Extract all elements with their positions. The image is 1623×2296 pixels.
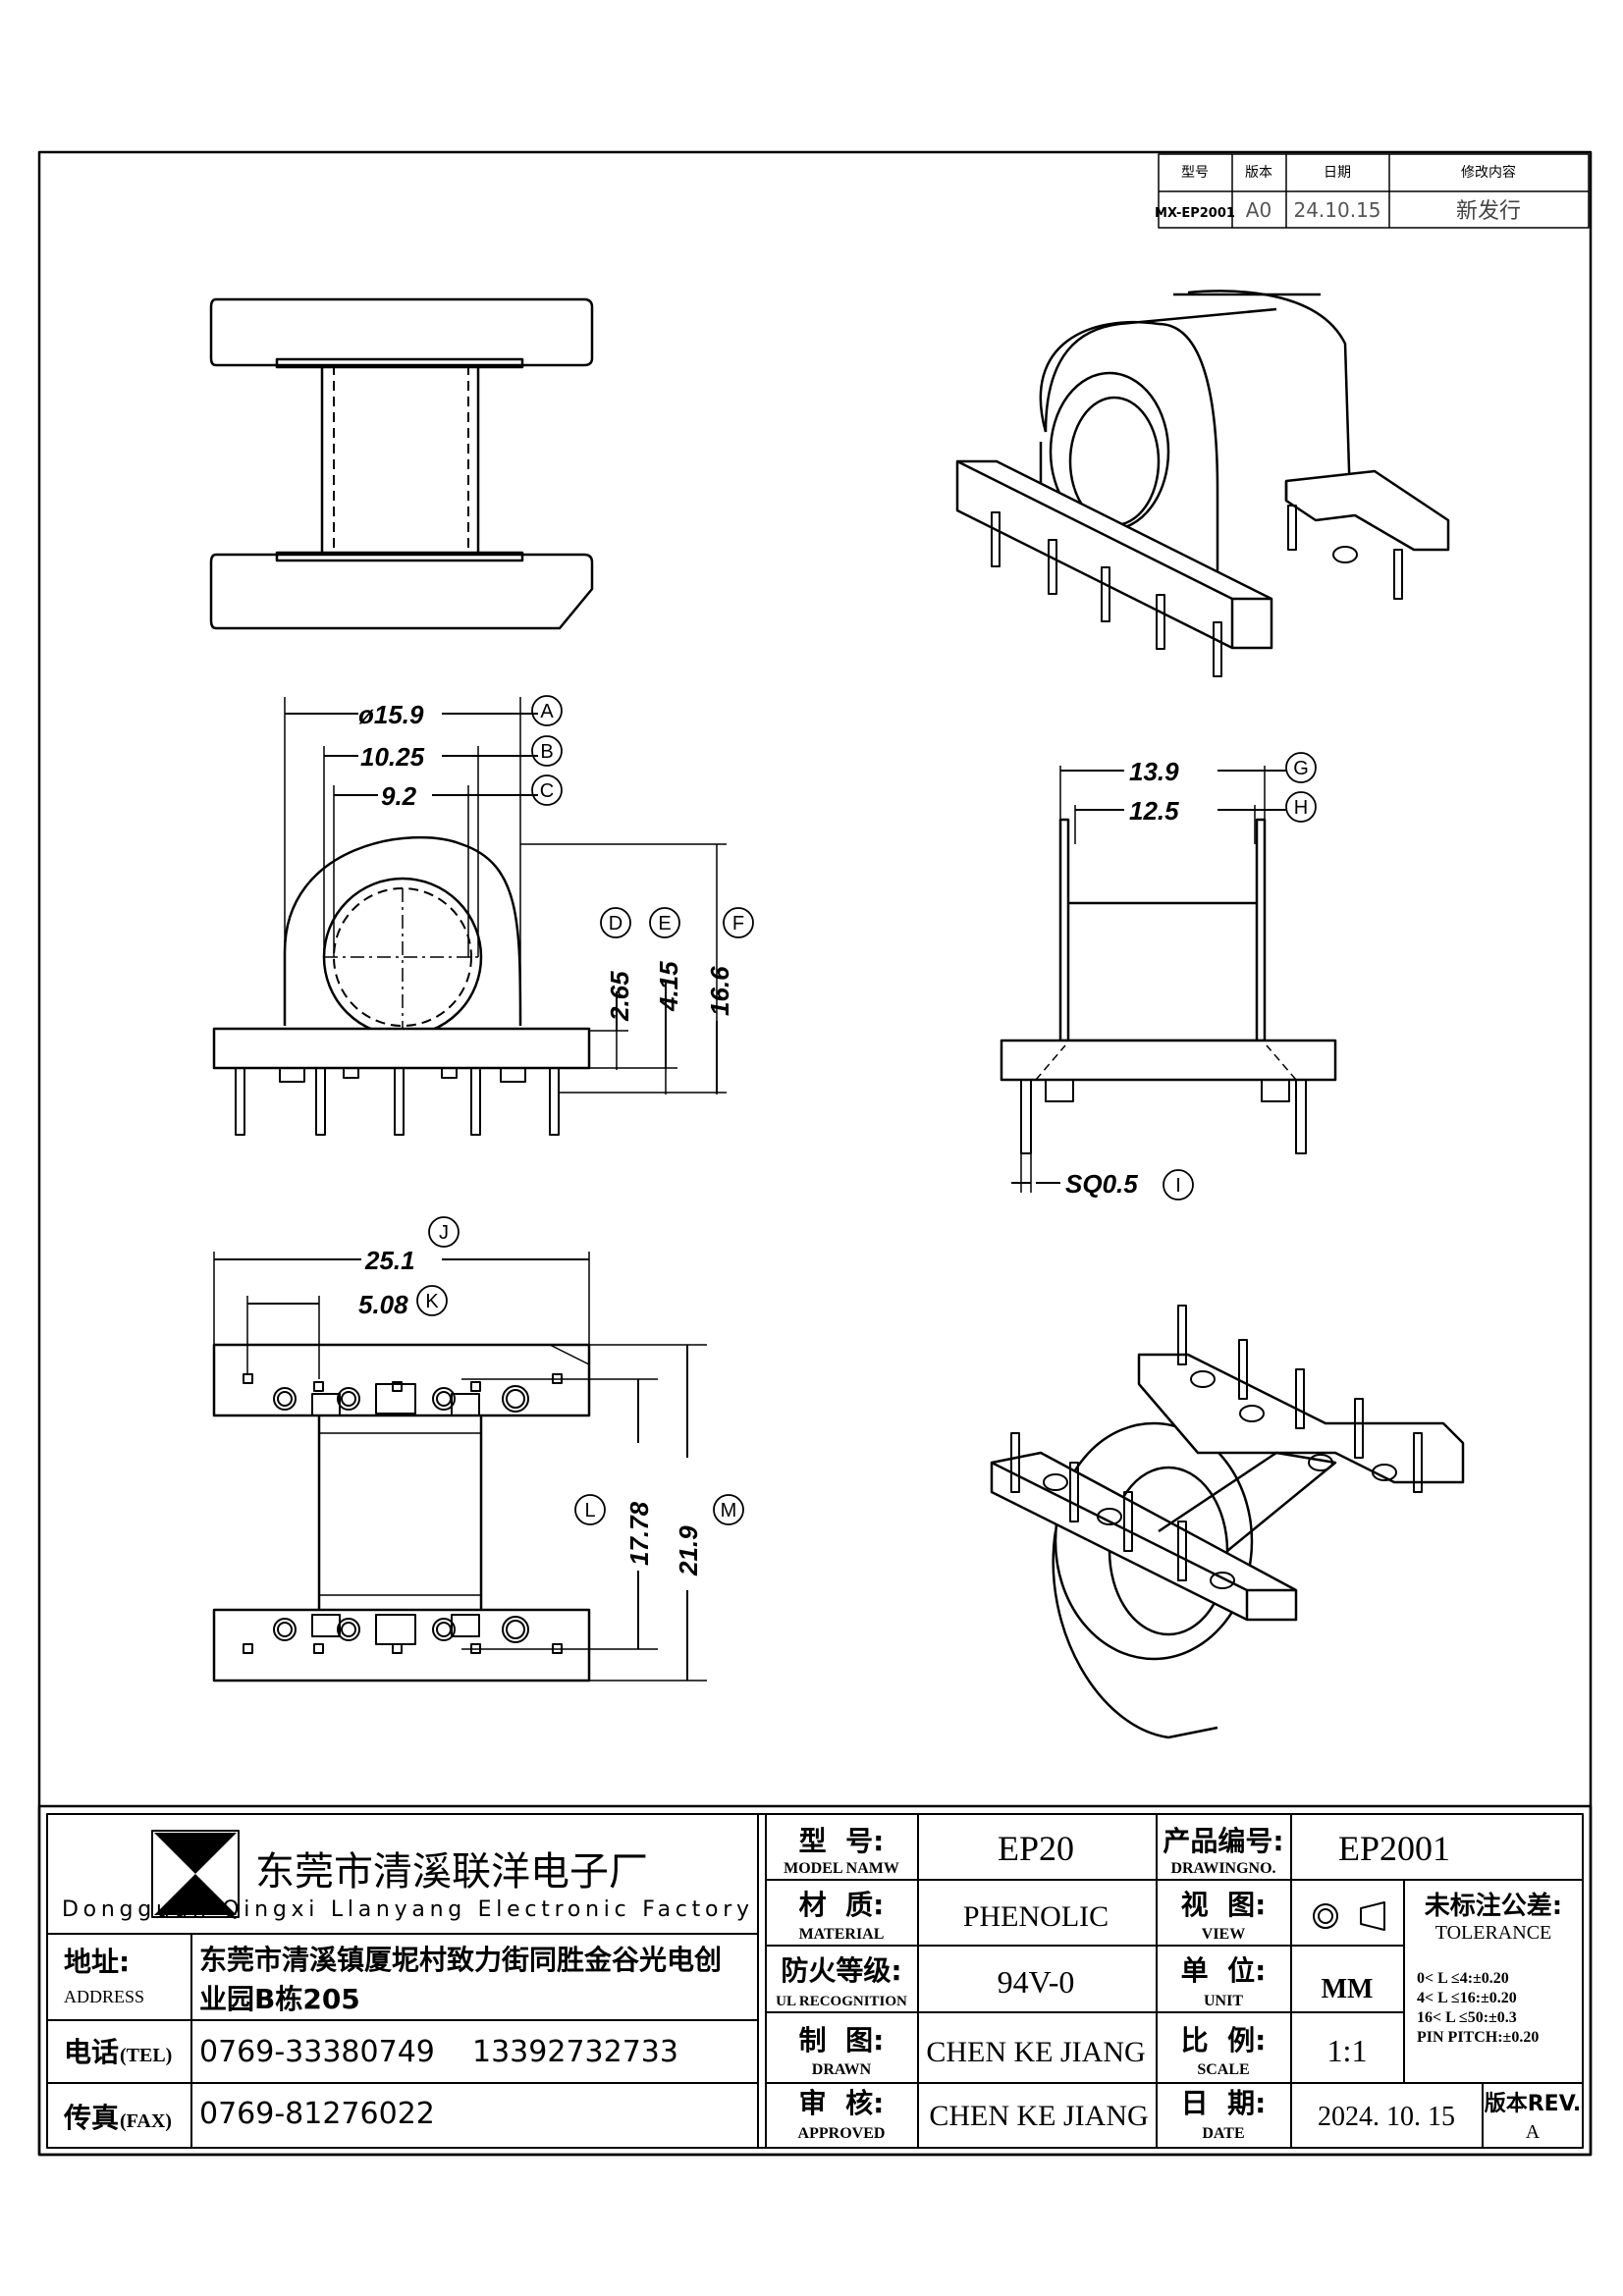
date-value: 2024. 10. 15 <box>1318 2102 1455 2132</box>
dim-i: SQ0.5 <box>1065 1169 1138 1199</box>
fax-value: 0769-81276022 <box>199 2097 435 2131</box>
rev-label: 版本REV. <box>1485 2092 1582 2116</box>
rev-value: A <box>1526 2121 1541 2143</box>
side-view <box>1000 766 1337 1193</box>
date-label-en: DATE <box>1202 2125 1244 2142</box>
address-label-en: ADDRESS <box>64 1987 144 2006</box>
rev-header-change: 修改内容 <box>1461 164 1516 181</box>
dim-m: 21.9 <box>674 1525 703 1576</box>
drawn-label-en: DRAWN <box>812 2061 872 2078</box>
view-label-cn: 视 图: <box>1181 1889 1267 1921</box>
dimension-labels: ø15.9 10.25 9.2 2.65 4.15 16.6 13.9 12.5… <box>358 700 1179 1576</box>
dim-l: 17.78 <box>624 1501 654 1566</box>
address-line-1: 东莞市清溪镇厦坭村致力街同胜金谷光电创 <box>199 1944 722 1976</box>
drawn-value: CHEN KE JIANG <box>926 2036 1145 2068</box>
scale-label-en: SCALE <box>1197 2061 1249 2078</box>
fax-label-cn: 传真 <box>63 2102 119 2134</box>
callout-d: D <box>609 913 622 934</box>
isometric-view-top <box>955 290 1450 677</box>
drawn-label-cn: 制 图: <box>799 2024 885 2056</box>
date-label-cn: 日 期: <box>1181 2087 1267 2119</box>
revision-table: 型号 版本 日期 修改内容 MX-EP2001 A0 24.10.15 新发行 <box>1155 153 1590 229</box>
unit-value: MM <box>1322 1974 1374 2004</box>
drawing-no-label-en: DRAWINGNO. <box>1170 1860 1275 1877</box>
model-label-cn: 型 号: <box>799 1825 885 1857</box>
rev-date-value: 24.10.15 <box>1293 198 1380 222</box>
address-line-2: 业园B栋205 <box>199 1983 360 2015</box>
fax-label-en: (FAX) <box>120 2110 172 2132</box>
title-block-grid <box>47 1814 1583 2148</box>
callout-g: G <box>1293 758 1309 779</box>
drawing-no-value: EP2001 <box>1338 1829 1450 1868</box>
unit-label-en: UNIT <box>1204 1993 1243 2009</box>
scale-value: 1:1 <box>1327 2033 1368 2068</box>
scale-label-cn: 比 例: <box>1181 2024 1267 2056</box>
material-label-cn: 材 质: <box>799 1889 885 1921</box>
top-view <box>209 297 594 630</box>
callout-l: L <box>584 1500 595 1522</box>
callout-b: B <box>540 741 553 763</box>
view-label-en: VIEW <box>1202 1926 1245 1943</box>
callout-e: E <box>658 913 671 934</box>
callouts <box>416 695 1317 1525</box>
company-logo <box>151 1830 240 1918</box>
company-name-en: Dongguan Qingxi Llanyang Electronic Fact… <box>62 1897 749 1922</box>
dim-a: ø15.9 <box>358 700 424 729</box>
dim-d: 2.65 <box>605 971 634 1022</box>
material-label-en: MATERIAL <box>799 1926 885 1943</box>
material-value: PHENOLIC <box>963 1900 1109 1933</box>
title-block-inner-frame <box>46 1813 1584 2149</box>
tel-label-cn: 电话 <box>64 2036 119 2068</box>
approved-value: CHEN KE JIANG <box>929 2100 1148 2132</box>
tolerance-label-en: TOLERANCE <box>1435 1922 1552 1944</box>
tel-label-en: (TEL) <box>120 2045 172 2066</box>
callout-a: A <box>540 701 554 722</box>
address-label-cn: 地址: <box>64 1946 130 1978</box>
approved-label-en: APPROVED <box>798 2125 886 2142</box>
approved-label-cn: 审 核: <box>799 2087 885 2119</box>
tolerance-line-1: 0< L ≤4:±0.20 <box>1417 1970 1509 1987</box>
callout-c: C <box>540 780 554 802</box>
rev-change-value: 新发行 <box>1456 199 1521 224</box>
isometric-view-bottom <box>990 1305 1465 1739</box>
fire-label-en: UL RECOGNITION <box>776 1994 907 2009</box>
company-name-cn: 东莞市清溪联洋电子厂 <box>255 1849 648 1895</box>
tolerance-label-cn: 未标注公差: <box>1425 1891 1562 1921</box>
tolerance-line-4: PIN PITCH:±0.20 <box>1417 2029 1539 2046</box>
dim-b: 10.25 <box>360 742 425 772</box>
dim-h: 12.5 <box>1129 796 1179 826</box>
bottom-view <box>212 1252 707 1682</box>
drawing-no-label-cn: 产品编号: <box>1163 1825 1283 1857</box>
callout-j: J <box>439 1222 449 1244</box>
tolerance-line-2: 4< L ≤16:±0.20 <box>1417 1990 1517 2006</box>
rev-version-value: A0 <box>1246 198 1271 222</box>
tel-value: 0769-33380749 13392732733 <box>199 2035 678 2069</box>
fire-value: 94V-0 <box>998 1964 1075 2000</box>
title-block-frame <box>37 1804 1593 2157</box>
callout-h: H <box>1294 797 1308 819</box>
unit-label-cn: 单 位: <box>1181 1954 1267 1987</box>
dim-g: 13.9 <box>1129 757 1179 786</box>
fire-label-cn: 防火等级: <box>781 1954 901 1987</box>
rev-header-version: 版本 <box>1245 165 1272 181</box>
model-value: EP20 <box>998 1829 1074 1868</box>
callout-i: I <box>1175 1175 1181 1197</box>
dim-j: 25.1 <box>364 1246 415 1275</box>
callout-f: F <box>732 913 744 934</box>
callout-k: K <box>425 1291 439 1312</box>
callout-m: M <box>721 1500 737 1522</box>
front-view <box>212 697 727 1136</box>
dim-c: 9.2 <box>381 781 417 811</box>
rev-header-date: 日期 <box>1324 165 1351 181</box>
dim-f: 16.6 <box>705 966 734 1016</box>
projection-symbol-icon <box>1313 1901 1385 1931</box>
model-label-en: MODEL NAMW <box>784 1860 899 1877</box>
tolerance-line-3: 16< L ≤50:±0.3 <box>1417 2009 1517 2026</box>
rev-header-model: 型号 <box>1181 165 1209 181</box>
dim-k: 5.08 <box>358 1290 408 1319</box>
dim-e: 4.15 <box>654 961 683 1012</box>
rev-model-value: MX-EP2001 <box>1155 206 1235 221</box>
